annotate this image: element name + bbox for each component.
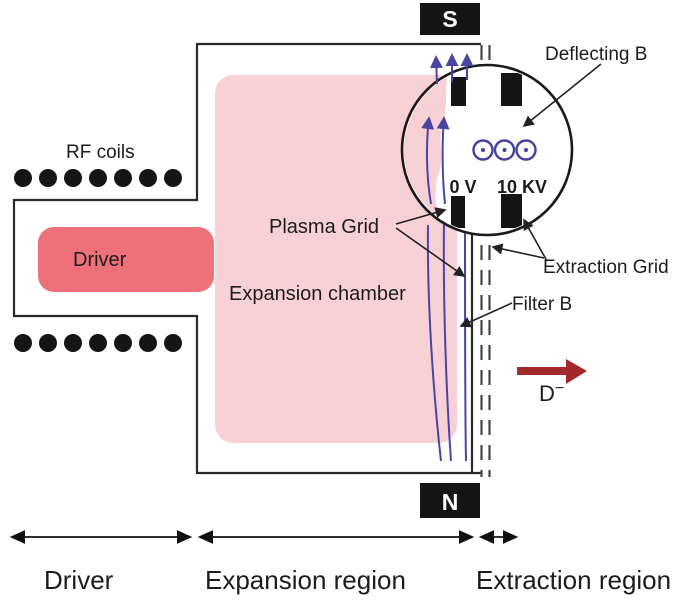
magnifier-ring [400,63,574,237]
plasma-grid-bar-bottom [451,196,465,228]
magnet-s: S [420,3,480,35]
filter-b-field-line [442,217,452,462]
filter-b-field-line [464,231,467,462]
magnet-n-box [420,483,480,518]
magnet-s-box [420,3,480,35]
filter-b-label: Filter B [512,294,572,315]
b-out-of-plane-icon [515,139,537,161]
plasma-grid-label: Plasma Grid [269,216,379,238]
driver-box [38,227,214,292]
b-out-of-plane-icon [493,139,516,161]
expansion-chamber-label: Expansion chamber [229,283,406,305]
plasma-grid-leader-arrow [395,207,447,225]
plasma-grid-voltage-label: 0 V [449,177,476,197]
magnified-field-arrow [421,116,435,205]
b-out-of-plane-icon [472,139,494,161]
rf-coil-dot [89,334,107,352]
magnet-s-label: S [442,6,457,32]
driver-region-label: Driver [44,565,114,595]
expansion-region-label: Expansion region [205,565,406,595]
rf-coils-label: RF coils [66,142,135,163]
extraction-grid-bar-bottom [501,194,522,228]
rf-coil-dot [14,334,32,352]
extraction-region-label: Extraction region [476,565,671,595]
rf-coil-dot [164,334,182,352]
extraction-grid-leader-arrow [491,243,545,259]
rf-coil-dot [114,169,132,187]
beam-species-base: D [539,381,555,406]
field-arrow [429,55,443,85]
extraction-grid-label: Extraction Grid [543,257,669,278]
driver-box-label: Driver [73,249,127,271]
deflecting-b-leader-arrow [522,63,602,128]
extraction-grid-leader-arrow [523,218,548,262]
beam-arrow-group: D− [517,359,587,406]
magnet-n: N [420,483,480,518]
extraction-grid-bar-top [501,73,522,106]
b-out-of-plane-icons [472,139,537,161]
rf-coil-dot [64,334,82,352]
rf-coil-dot [14,169,32,187]
rf-coil-dot [39,334,57,352]
rf-coil-dot [39,169,57,187]
deflecting-b-label: Deflecting B [545,44,647,65]
magnet-n-label: N [442,489,459,515]
rf-coil-dot [139,169,157,187]
magnified-field-arrow [436,116,450,205]
rf-coil-dot [164,169,182,187]
rf-coil-row-bottom [14,334,182,352]
rf-coil-dot [139,334,157,352]
filter-b-leader-arrow [459,302,513,328]
plasma-grid-bar-top [451,77,466,106]
expansion-chamber-fill [215,75,457,443]
field-arrows-top [429,53,474,85]
beam-species-label: D− [539,380,564,406]
rf-coil-row-top [14,169,182,187]
extraction-grid-voltage-label: 10 KV [497,177,547,197]
rf-coil-dot [89,169,107,187]
rf-coil-dot [114,334,132,352]
beam-species-charge: − [555,380,564,397]
plasma-grid-leader-arrow [395,227,466,277]
chamber-outline [12,42,481,475]
rf-coil-dot [64,169,82,187]
filter-b-field-line [426,224,442,462]
beam-arrow-icon [517,359,587,384]
